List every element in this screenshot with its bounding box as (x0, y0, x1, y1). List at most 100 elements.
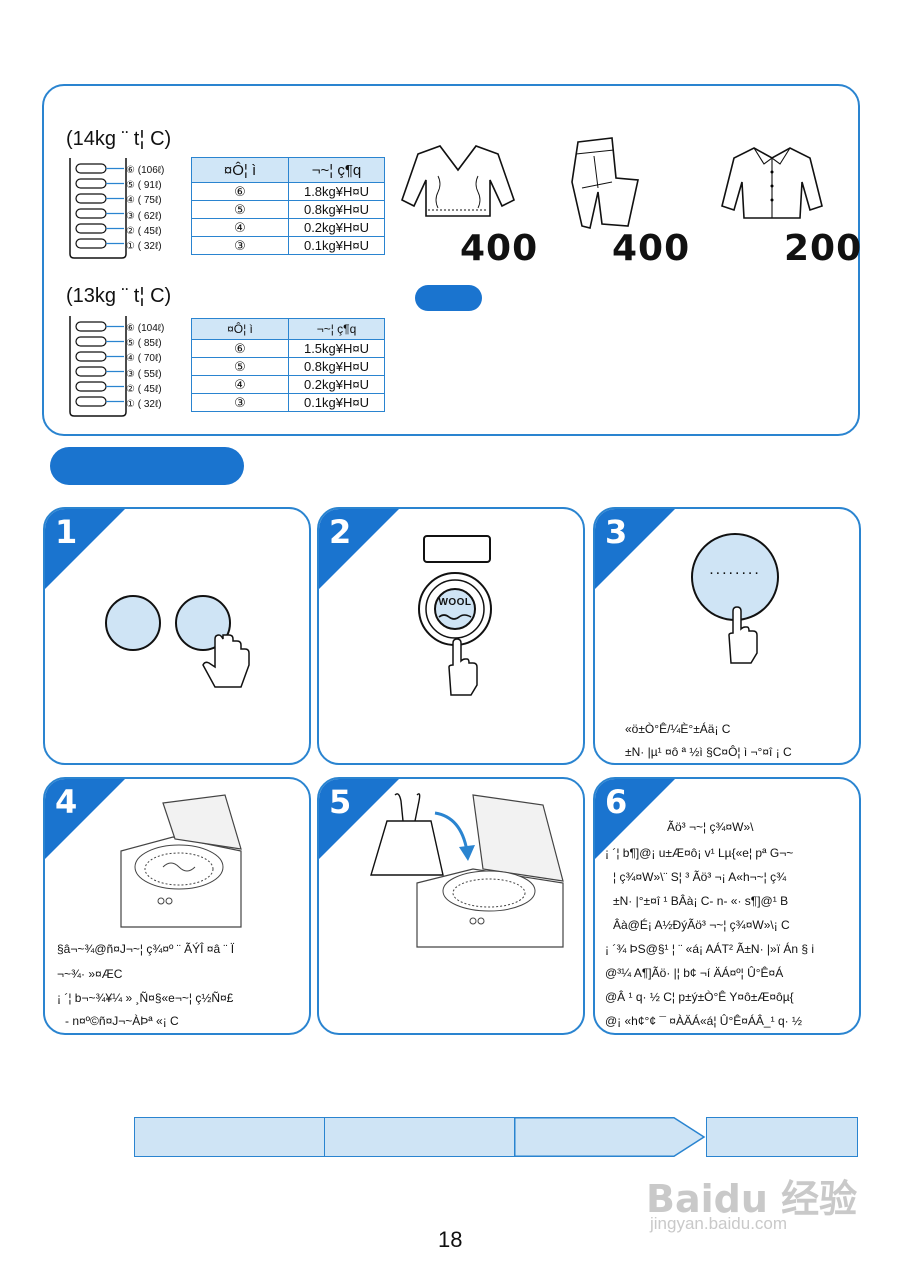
model1-caption: (14kg ¨ t¦ C) (66, 128, 172, 150)
step-panel-4: 4 §â¬~¾@ñ¤J¬~¦ ç¾¤º ¨ ÃÝÎ ¤â ¨ Ï ¬~¾· »¤… (43, 777, 311, 1035)
table-cell: 1.5kg¥H¤U (288, 339, 385, 358)
process-flow-bar (134, 1117, 858, 1157)
step-panel-2: 2 WOOL (317, 507, 585, 765)
water-level-list: ⑥ (106ℓ) ⑤ ( 91ℓ) ④ ( 75ℓ) ③ ( 62ℓ) ② ( … (126, 163, 164, 254)
level-label: ① ( 32ℓ) (126, 399, 162, 411)
press-buttons-illustration (105, 595, 250, 688)
table-cell: ⑥ (191, 339, 289, 358)
water-level-bracket-icon (69, 316, 127, 417)
level-label: ② ( 45ℓ) (126, 383, 162, 395)
table-cell: 0.1kg¥H¤U (288, 236, 385, 255)
table-header: ¬~¦ ç¶q (288, 157, 385, 183)
trousers-weight: 400 (612, 228, 691, 269)
watermark-logo: Baidu 经验 (646, 1177, 858, 1221)
step-text-line: @³¼ A¶]Ãö· |¦ b¢ ¬í ÄÁ¤º¦ Û°Ê¤Á (605, 966, 784, 980)
step-text-line: ±N· |µ¹ ¤ô ª ½ì §C¤Ô¦ ì ¬°¤î ¡ C (625, 745, 792, 759)
table-cell: ③ (191, 236, 289, 255)
start-button-display: ........ (709, 561, 761, 578)
table-cell: 0.2kg¥H¤U (288, 218, 385, 237)
table-header: ¬~¦ ç¶q (288, 318, 385, 340)
display-panel (423, 535, 491, 563)
blouse-weight: 200 (784, 228, 863, 269)
step-corner (595, 509, 675, 589)
table-cell: ⑤ (191, 200, 289, 219)
trousers-icon (571, 137, 639, 229)
table-cell: ③ (191, 393, 289, 412)
arrow-icon (434, 811, 475, 861)
level-label: ⑤ ( 91ℓ) (126, 180, 162, 192)
step-text-line: ¡ ´¦ b¬~¾¥¼ » ¸Ñ¤§«e¬~¦ ç½Ñ¤£ (57, 991, 234, 1005)
step-text-line: ¦ ç¾¤W»\¨ S¦ ³ Ãö³ ¬¡ A«h¬~¦ ç¾ (613, 870, 787, 884)
level-label: ③ ( 55ℓ) (126, 368, 162, 380)
step-text-line: @¡ «h¢°¢ ¯ ¤ÀÄÁ«á¦ Û°Ê¤ÁÂ_¹ q· ½ (605, 1014, 802, 1028)
washer-illustration (416, 794, 564, 948)
blue-tag (415, 285, 482, 311)
table-cell: 0.1kg¥H¤U (288, 393, 385, 412)
step-text-line: Ãö³ ¬~¦ ç¾¤W»\ (667, 820, 754, 834)
washer-illustration (120, 794, 242, 928)
step-number: 5 (329, 783, 352, 821)
table-cell: 0.8kg¥H¤U (288, 357, 385, 376)
water-level-list: ⑥ (104ℓ) ⑤ ( 85ℓ) ④ ( 70ℓ) ③ ( 55ℓ) ② ( … (126, 321, 164, 412)
level-label: ④ ( 75ℓ) (126, 195, 162, 207)
step-panel-3: 3 ........ «ö±Ò°Ê/¼È°±Áä¡ C ±N· |µ¹ ¤ô ª… (593, 507, 861, 765)
step-text-line: Âà@É¡ A½ÐýÃö³ ¬~¦ ç¾¤W»\¡ C (613, 918, 790, 932)
pointing-hand-icon (448, 638, 478, 696)
table-cell: 1.8kg¥H¤U (288, 182, 385, 201)
table-cell: 0.2kg¥H¤U (288, 375, 385, 394)
wool-button-label: WOOL (438, 597, 472, 608)
level-label: ③ ( 62ℓ) (126, 210, 162, 222)
step-text-line: @Â ¹ q· ½ C¦ p±ý±Ò°Ê Y¤ô±Æ¤ôµ{ (605, 990, 794, 1004)
sweater-weight: 400 (460, 228, 539, 269)
flow-arrow-step (514, 1117, 706, 1157)
step-number: 6 (605, 783, 628, 821)
capacity-info-box (42, 84, 860, 436)
step-corner (45, 509, 125, 589)
level-label: ① ( 32ℓ) (126, 241, 162, 253)
level-label: ② ( 45ℓ) (126, 225, 162, 237)
page-number: 18 (438, 1227, 463, 1252)
step-panel-6: 6 Ãö³ ¬~¦ ç¾¤W»\ ¡ ´¦ b¶]@¡ u±Æ¤ô¡ v¹ Lµ… (593, 777, 861, 1035)
level-label: ④ ( 70ℓ) (126, 353, 162, 365)
step-corner (595, 779, 675, 859)
step-number: 1 (55, 513, 78, 551)
level-label: ⑥ (106ℓ) (126, 165, 165, 176)
step-corner (319, 509, 399, 589)
step-text-line: ¡ ´¾ ÞS@§¹ ¦ ¨ «á¡ AÁT² Ã±N· |»ï Án § i (605, 942, 815, 956)
table-cell: ④ (191, 218, 289, 237)
level-label: ⑤ ( 85ℓ) (126, 338, 162, 350)
step-panel-1: 1 (43, 507, 311, 765)
flow-step (324, 1117, 516, 1157)
step-number: 3 (605, 513, 628, 551)
step-text-line: - n¤º©ñ¤J¬~ÀÞª «¡ C (65, 1014, 179, 1028)
table-cell: ④ (191, 375, 289, 394)
table-cell: 0.8kg¥H¤U (288, 200, 385, 219)
table-cell: ⑤ (191, 357, 289, 376)
table-header: ¤Ô¦ ì (191, 318, 289, 340)
laundry-bag-icon (370, 793, 444, 876)
water-level-bracket-icon (69, 158, 127, 259)
step-text-line: «ö±Ò°Ê/¼È°±Áä¡ C (625, 722, 731, 736)
step-text-line: ±N· |°±¤î ¹ BÂà¡ C- n- «· s¶]@¹ B (613, 894, 789, 908)
pointing-hand-icon (728, 606, 758, 664)
flow-step (134, 1117, 326, 1157)
wool-button[interactable] (417, 571, 497, 651)
sweater-icon (401, 145, 515, 217)
step-text-line: ¡ ´¦ b¶]@¡ u±Æ¤ô¡ v¹ Lµ{«e¦ pª G¬~ (605, 846, 794, 860)
level-label: ⑥ (104ℓ) (126, 323, 165, 334)
blouse-icon (721, 147, 823, 219)
section-heading-pill (50, 447, 244, 485)
step-text-line: §â¬~¾@ñ¤J¬~¦ ç¾¤º ¨ ÃÝÎ ¤â ¨ Ï (57, 942, 235, 956)
step-panel-5: 5 (317, 777, 585, 1035)
step-number: 4 (55, 783, 78, 821)
step-text-line: ¬~¾· »¤ÆC (57, 967, 123, 981)
